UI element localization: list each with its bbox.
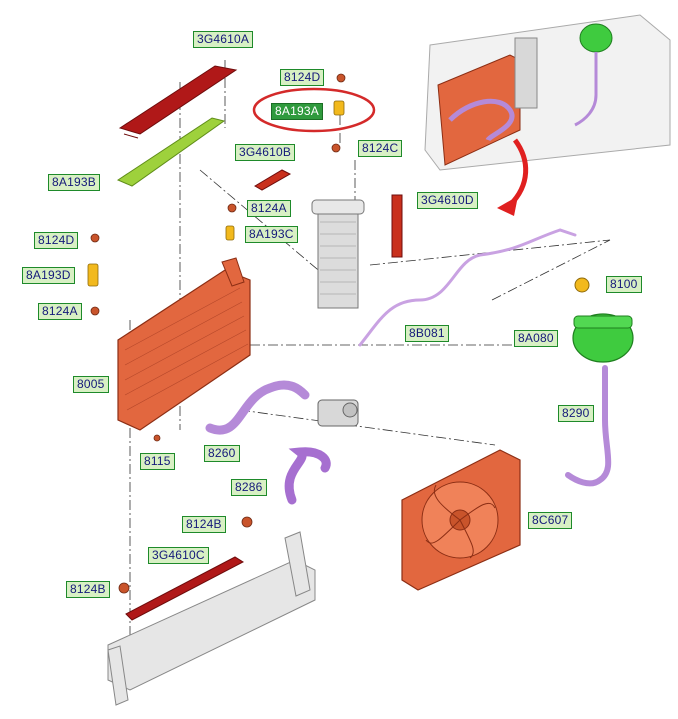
label-3g4610a: 3G4610A — [193, 31, 254, 48]
intercooler — [311, 199, 365, 309]
seal-3g4610a — [118, 65, 238, 135]
label-8260: 8260 — [204, 445, 240, 462]
label-8124a-left: 8124A — [38, 303, 82, 320]
radiator-8005 — [117, 257, 251, 431]
label-8124c: 8124C — [358, 140, 403, 157]
label-8100: 8100 — [606, 276, 642, 293]
label-8a193a: 8A193A — [271, 103, 323, 120]
fan-shroud-8c607 — [401, 449, 521, 591]
label-8b081: 8B081 — [405, 325, 449, 342]
label-8286: 8286 — [231, 479, 267, 496]
seal-3g4610d — [391, 194, 403, 258]
label-8115: 8115 — [140, 453, 175, 470]
label-8a080: 8A080 — [514, 330, 558, 347]
seal-3g4610b — [254, 169, 292, 191]
label-8124d-top: 8124D — [280, 69, 325, 86]
label-8005: 8005 — [73, 376, 109, 393]
strip-8a193b — [116, 117, 226, 187]
brackets — [87, 100, 345, 287]
label-3g4610d: 3G4610D — [417, 192, 478, 209]
label-8124b-right: 8124B — [182, 516, 226, 533]
label-8290: 8290 — [558, 405, 594, 422]
label-3g4610c: 3G4610C — [148, 547, 209, 564]
label-8124a-mid: 8124A — [247, 200, 291, 217]
label-8c607: 8C607 — [528, 512, 573, 529]
label-8124b-left: 8124B — [66, 581, 110, 598]
pointer-arrowhead — [497, 196, 518, 216]
thermostat-housing — [317, 399, 359, 427]
engine-bay-inset — [424, 14, 671, 171]
fasteners — [90, 73, 346, 594]
label-8a193c: 8A193C — [245, 226, 298, 243]
expansion-tank-8a080 — [572, 277, 634, 363]
label-8124d-left: 8124D — [34, 232, 79, 249]
label-3g4610b: 3G4610B — [235, 144, 296, 161]
highlight-ring — [252, 87, 376, 133]
crossmember — [107, 531, 316, 706]
seal-3g4610c — [125, 556, 245, 621]
label-8a193b: 8A193B — [48, 174, 100, 191]
hoses — [205, 228, 612, 505]
label-8a193d: 8A193D — [22, 267, 75, 284]
